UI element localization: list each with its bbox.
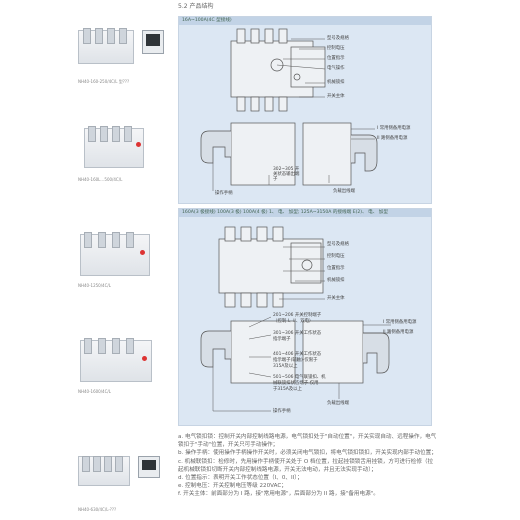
label-terminal-501-range: 于315A及以上 <box>273 387 302 392</box>
label-terminal-401-range: 315A及以上 <box>273 364 298 369</box>
switch-diagram-2 <box>200 226 391 412</box>
panel-header: 160A(3 极接线) 100A(3 极) 100A(4 极) 1、 电、 加型… <box>179 209 431 217</box>
label-normal-power: I 常用侧备用电源 <box>383 320 417 325</box>
label-load-power: 负载出线端 <box>327 401 349 406</box>
product-caption: NH40-630/4C/L-??? <box>78 507 117 512</box>
notes-list: a. 电气锁扣锁：控制开关内部控制线路电源，电气锁扣处于"自动位置"，开关实现自… <box>178 433 440 499</box>
note-line: 锁扣于"手动"位置，开关只可手动操作； <box>178 442 279 449</box>
label-terminal-201-note: （控制 I、II、双电） <box>273 319 314 324</box>
note-line: e. 控制电压：开关控制电压等级 220VAC； <box>178 483 287 490</box>
structure-diagram-panel-2: 160A(3 极接线) 100A(3 极) 100A(4 极) 1、 电、 加型… <box>178 208 432 426</box>
label-backup-power: II 路侧备用电源 <box>377 136 408 141</box>
label-terminal-301: 301~306 开关工作状态 <box>273 331 322 336</box>
label-handle: 操作手柄 <box>215 191 233 196</box>
label-normal-power: I 常用侧备用电源 <box>377 126 411 131</box>
label-terminal-501: 501~506 电气联锁扣、机 <box>273 375 326 380</box>
product-caption: NH40-160-250/4C/L 型??? <box>78 79 130 84</box>
label-backup-power: II 路侧备用电源 <box>383 330 414 335</box>
label-control-power: 控制电压 <box>327 46 345 51</box>
label-handle: 操作手柄 <box>273 409 291 414</box>
label-mechanical-lock: 机械锁扣 <box>327 278 345 283</box>
label-control-power: 控制电压 <box>327 254 345 259</box>
note-line: b. 操作手柄：使用操作手柄操作开关时，必须关闭电气锁扣，将电气锁扣锁扣，开关实… <box>178 450 437 457</box>
label-switch-body: 开关主体 <box>327 296 345 301</box>
product-image-4: NH40-1600/4C/L <box>78 334 166 394</box>
label-terminal-401: 401~406 开关工作状态 <box>273 352 322 357</box>
product-image-3: NH40-1250/4C/L <box>78 228 166 288</box>
section-title: 5.2 产品结构 <box>178 3 214 10</box>
product-image-5: NH40-630/4C/L-??? <box>78 452 166 512</box>
note-line: a. 电气锁扣锁：控制开关内部控制线路电源，电气锁扣处于"自动位置"，开关实现自… <box>178 434 437 440</box>
product-image-2: NH40-160L…500/4C/L <box>78 122 166 182</box>
note-line: f. 开关主体：前面部分为 I 路，接"常用电源"，后面部分为 II 路，接"备… <box>178 491 379 498</box>
label-switch-body: 开关主体 <box>327 94 345 99</box>
label-electric-operation: 电气操作 <box>327 66 345 71</box>
product-caption: NH40-160L…500/4C/L <box>78 177 123 182</box>
label-model-nameplate: 型号及规格 <box>327 36 349 41</box>
label-load-power: 负载出线端 <box>333 189 355 194</box>
label-position-indicator: 位置指示 <box>327 56 345 61</box>
product-image-1: NH40-160-250/4C/L 型??? <box>78 24 166 85</box>
label-position-indicator: 位置指示 <box>327 266 345 271</box>
label-terminal-501-note: 械联锁扣状态端子-仅用 <box>273 381 319 386</box>
product-caption: NH40-1250/4C/L <box>78 283 111 288</box>
panel-header: 16A~100A(4C 型接线) <box>179 17 431 25</box>
switch-diagram-1 <box>200 28 378 191</box>
note-line: d. 位置指示：表明开关工作状态位置（I、0、II）； <box>178 475 303 482</box>
note-line: 起机械联锁扣切断开关内部控制线路电源，开关无法电动，并且无法实现手动）； <box>178 466 377 473</box>
product-caption: NH40-1600/4C/L <box>78 389 111 394</box>
label-terminal-301-note: 指示端子 <box>273 337 291 342</box>
structure-diagram-panel-1: 16A~100A(4C 型接线) <box>178 16 432 204</box>
label-terminal-note: 302~305 开关状态输出端子 <box>273 167 300 182</box>
label-mechanical-lock: 机械锁扣 <box>327 80 345 85</box>
note-line: c. 机械联锁扣：检修时，先用操作手柄使开关处于 O 档位置，拉起挂锁锁舌用挂锁… <box>178 458 434 465</box>
label-model-nameplate: 型号及规格 <box>327 242 349 247</box>
label-terminal-401-note: 指示端子(辅触)-仅限于 <box>273 358 318 363</box>
label-terminal-201: 201~206 开关控制端子 <box>273 313 322 318</box>
